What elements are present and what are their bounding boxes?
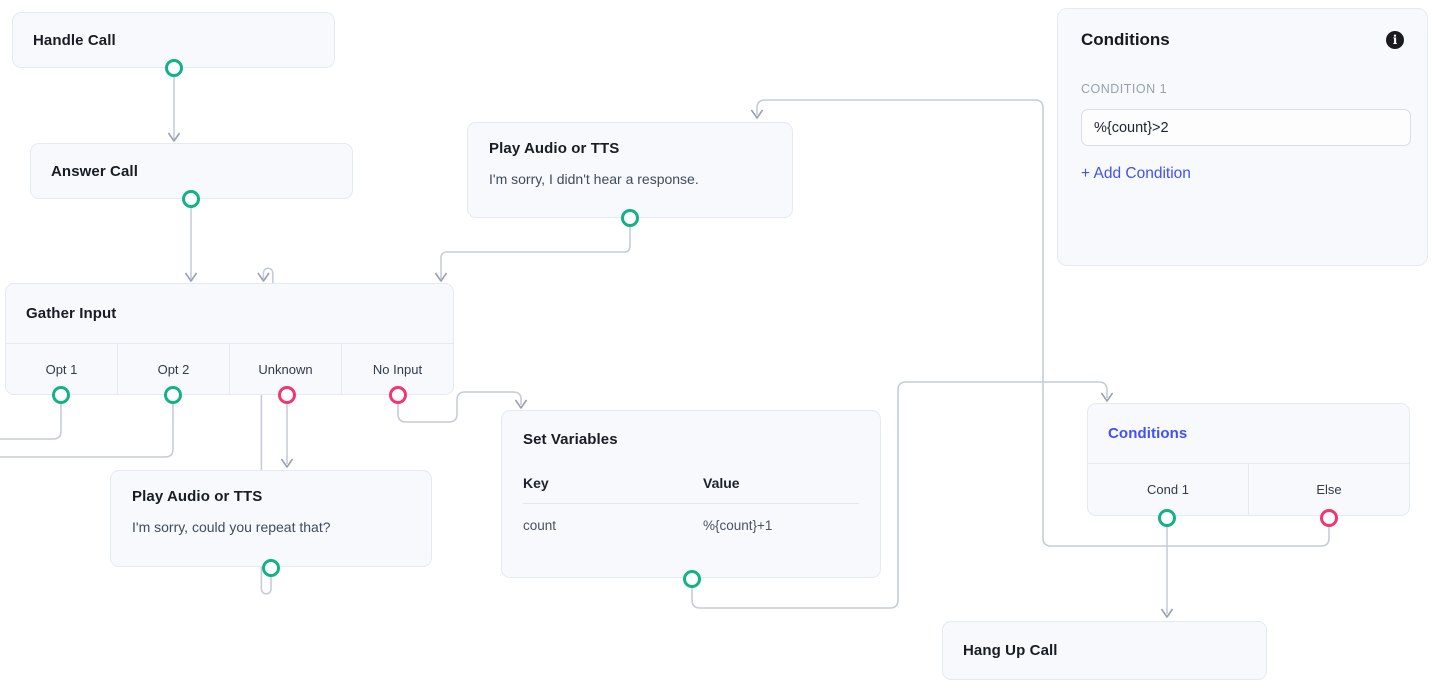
node-message: I'm sorry, I didn't hear a response. (489, 171, 699, 187)
table-divider (523, 503, 859, 504)
node-hang-up-call[interactable]: Hang Up Call (942, 621, 1267, 680)
conditions-output-else[interactable]: Else (1249, 464, 1409, 515)
variables-table: Key Value count %{count}+1 (523, 475, 859, 533)
column-header-value: Value (703, 475, 740, 491)
gather-output-opt1[interactable]: Opt 1 (6, 344, 118, 394)
gather-output-noinput[interactable]: No Input (342, 344, 453, 394)
output-label: Cond 1 (1147, 482, 1189, 497)
connector-noinput-to-setvars (397, 391, 522, 423)
connector-opt2-offscreen (0, 395, 174, 458)
arrowhead (168, 132, 180, 142)
column-header-key: Key (523, 475, 549, 491)
arrowhead (1161, 608, 1173, 618)
port-set-variables-output[interactable] (683, 570, 701, 588)
table-row: count %{count}+1 (523, 504, 859, 533)
arrowhead (257, 272, 270, 282)
node-conditions[interactable]: Conditions Cond 1 Else (1087, 403, 1410, 516)
output-label: Else (1316, 482, 1342, 497)
node-gather-input[interactable]: Gather Input Opt 1 Opt 2 Unknown No Inpu… (5, 283, 454, 395)
node-title: Handle Call (33, 31, 116, 49)
output-label: Opt 1 (45, 361, 78, 377)
node-play-audio-top[interactable]: Play Audio or TTS I'm sorry, I didn't he… (467, 122, 793, 218)
node-title: Play Audio or TTS (489, 140, 620, 157)
node-set-variables[interactable]: Set Variables Key Value count %{count}+1 (501, 410, 881, 578)
connector-setvars-to-conditions (691, 381, 1108, 609)
condition-label: CONDITION 1 (1081, 82, 1168, 96)
port-play-audio-top-output[interactable] (621, 209, 639, 227)
info-icon[interactable]: i (1386, 31, 1404, 49)
node-play-audio-bottom[interactable]: Play Audio or TTS I'm sorry, could you r… (110, 470, 432, 567)
port-gather-opt1[interactable] (52, 386, 70, 404)
port-play-audio-bottom-output[interactable] (262, 559, 280, 577)
arrowhead (281, 458, 293, 468)
node-answer-call[interactable]: Answer Call (30, 143, 353, 199)
add-condition-link[interactable]: + Add Condition (1081, 165, 1191, 182)
variable-value: %{count}+1 (703, 518, 773, 533)
arrowhead (185, 272, 197, 282)
node-title: Hang Up Call (963, 642, 1058, 659)
node-title: Set Variables (523, 431, 618, 448)
port-handle-call-output[interactable] (165, 59, 183, 77)
variable-key: count (523, 518, 557, 533)
arrowhead (751, 109, 763, 119)
arrowhead (515, 399, 527, 409)
node-handle-call[interactable]: Handle Call (12, 12, 335, 68)
conditions-output-cond1[interactable]: Cond 1 (1088, 464, 1249, 515)
node-title: Play Audio or TTS (132, 488, 263, 505)
node-title: Conditions (1108, 425, 1188, 442)
arrowhead (435, 272, 447, 282)
port-gather-opt2[interactable] (164, 386, 182, 404)
port-conditions-else[interactable] (1320, 509, 1338, 527)
connector-else-to-playtop (756, 99, 1330, 547)
output-label: No Input (372, 361, 423, 377)
connector-opt1-offscreen (0, 395, 62, 440)
gather-output-unknown[interactable]: Unknown (230, 344, 342, 394)
connector-playtop-to-gather (440, 218, 631, 279)
conditions-panel: Conditions i CONDITION 1 + Add Condition (1057, 8, 1428, 266)
node-title: Gather Input (26, 305, 117, 322)
port-gather-unknown[interactable] (278, 386, 296, 404)
panel-title: Conditions (1081, 30, 1170, 49)
output-label: Unknown (258, 361, 313, 377)
node-title: Answer Call (51, 162, 138, 180)
port-gather-noinput[interactable] (389, 386, 407, 404)
gather-output-opt2[interactable]: Opt 2 (118, 344, 230, 394)
node-message: I'm sorry, could you repeat that? (132, 519, 331, 535)
arrowhead (1101, 392, 1113, 402)
condition-input[interactable] (1081, 109, 1411, 146)
port-conditions-cond1[interactable] (1158, 509, 1176, 527)
port-answer-call-output[interactable] (182, 190, 200, 208)
output-label: Opt 2 (157, 361, 190, 377)
